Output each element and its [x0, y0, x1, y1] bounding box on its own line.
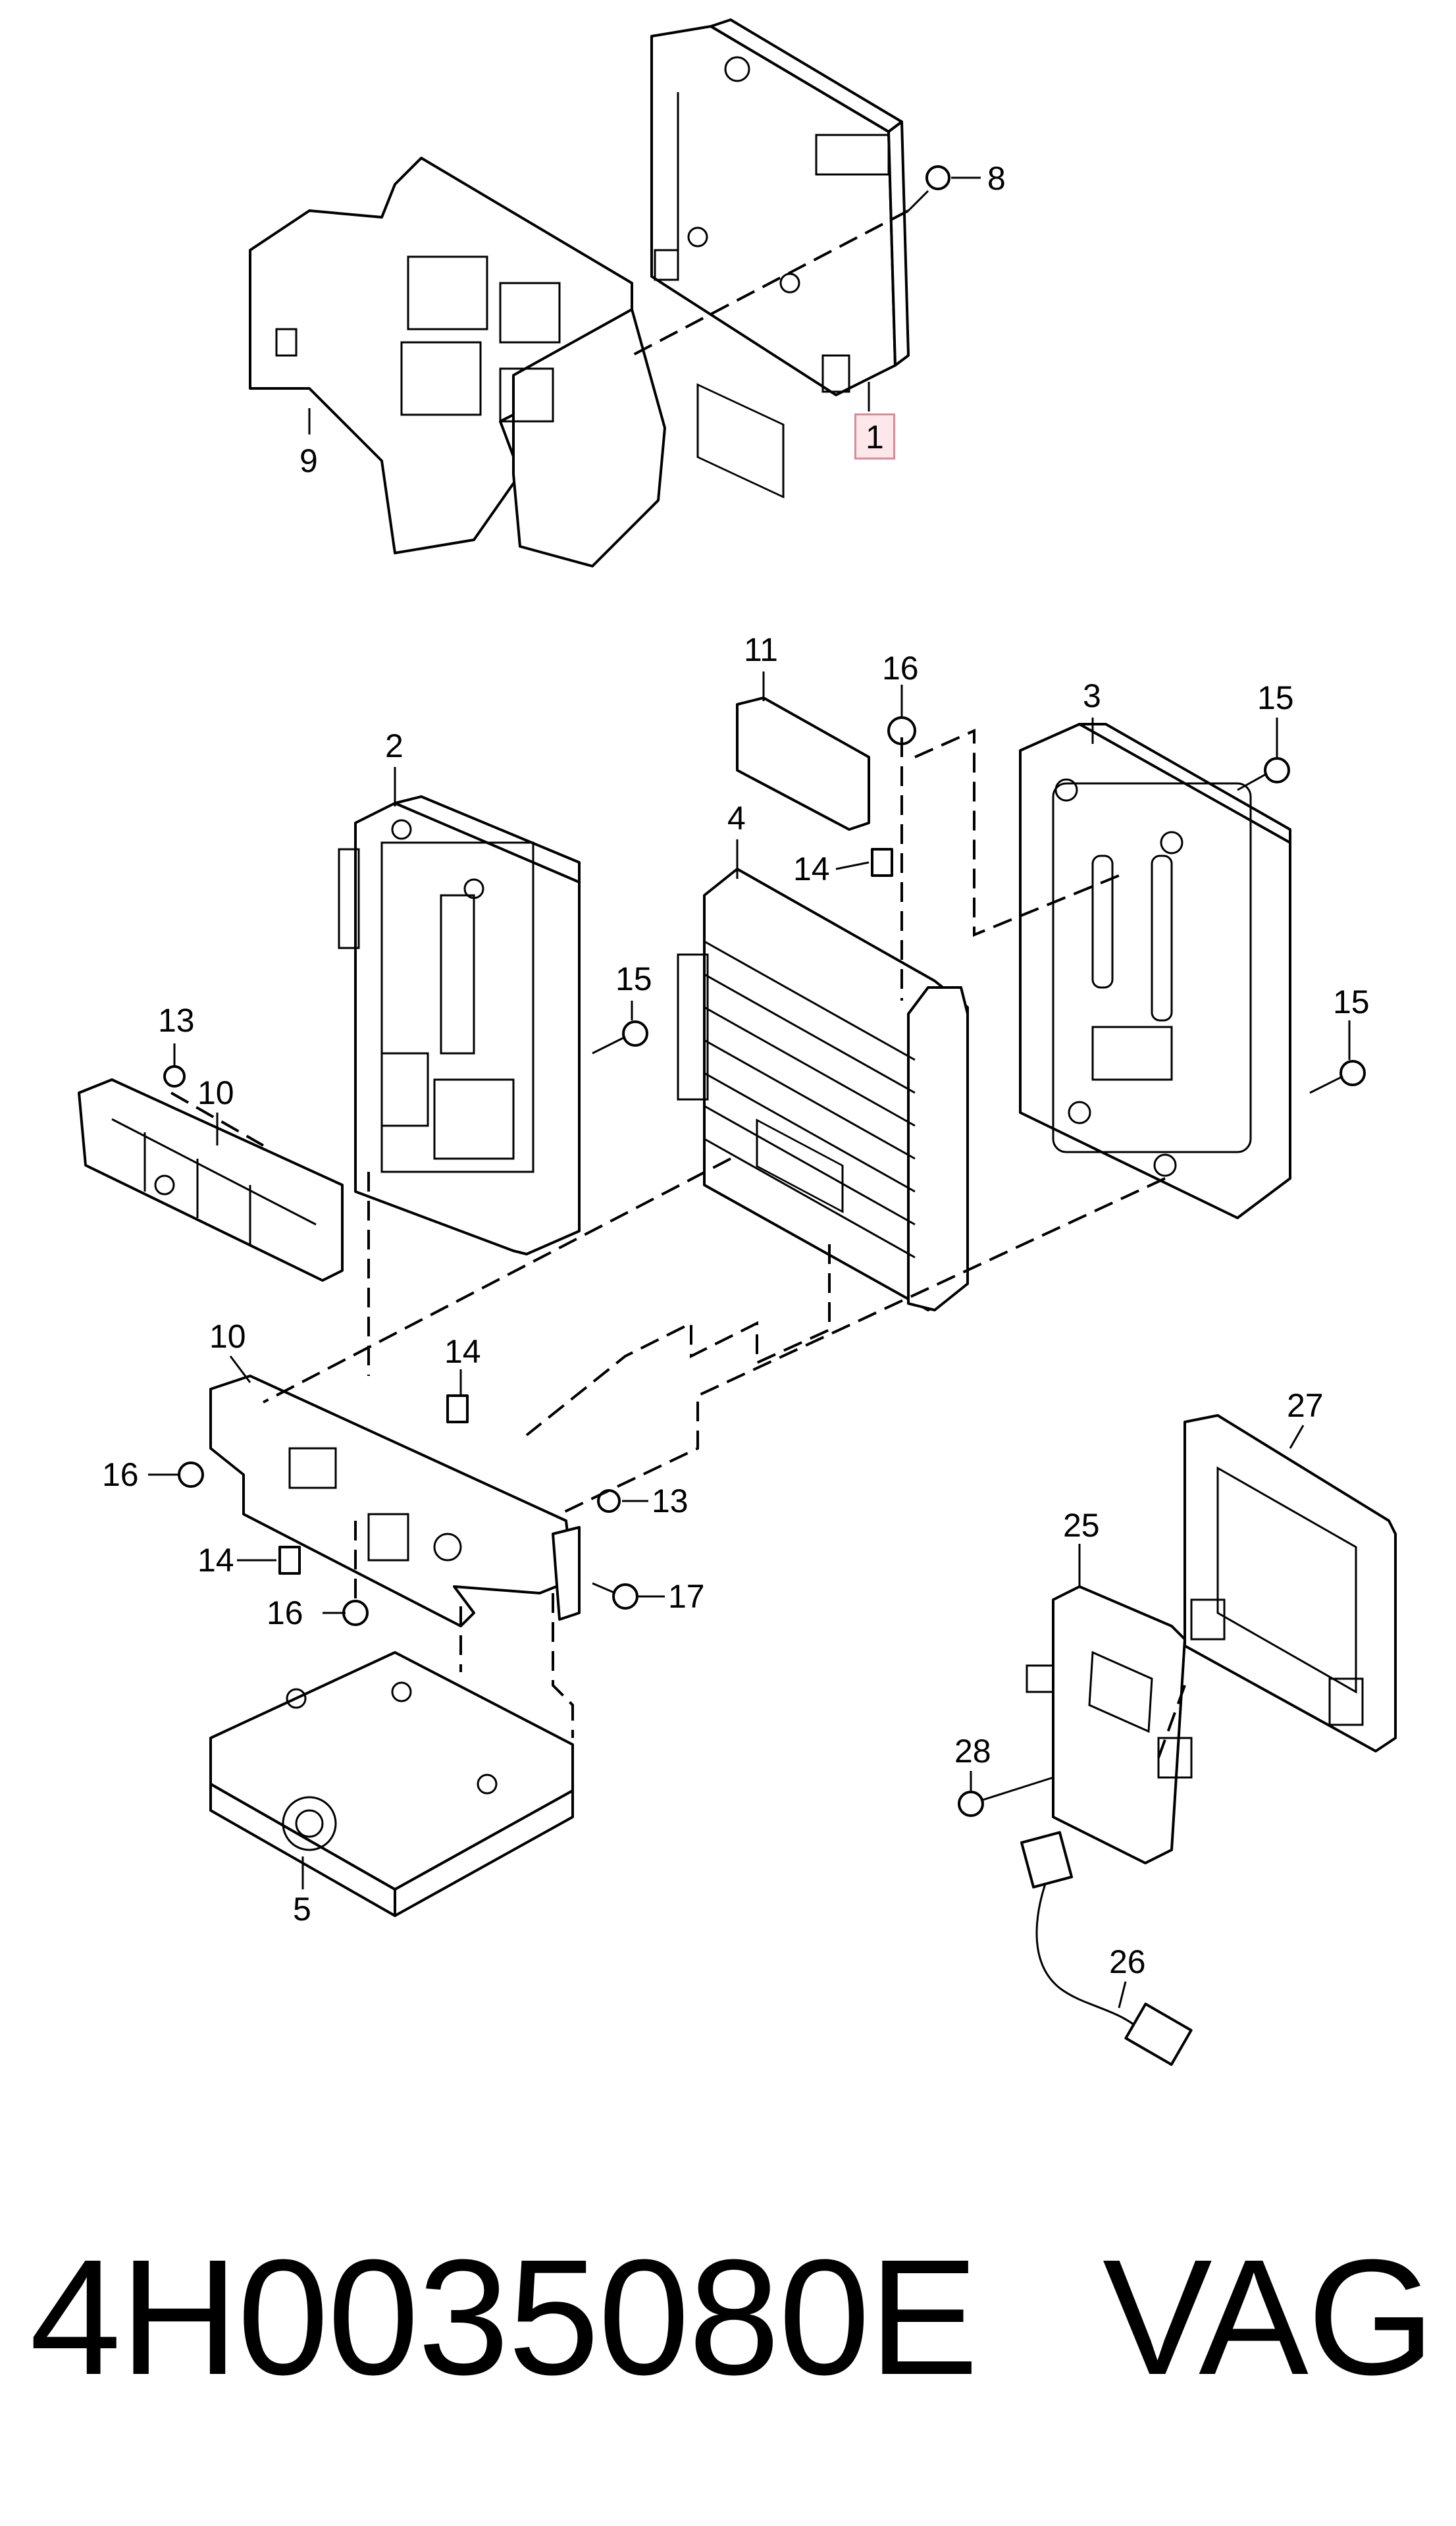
callout-4[interactable]: 4	[727, 800, 746, 837]
part-17-bolt[interactable]	[592, 1582, 638, 1610]
callout-leader-lines	[148, 176, 1351, 2009]
part-3-control-unit[interactable]	[1019, 723, 1291, 1219]
callout-1[interactable]: 1	[854, 413, 895, 460]
part-5-drive-unit[interactable]	[209, 1651, 574, 1917]
callout-25[interactable]: 25	[1063, 1507, 1100, 1544]
callout-2[interactable]: 2	[385, 727, 403, 764]
part-27-bezel[interactable]	[1183, 1414, 1397, 1752]
callout-3[interactable]: 3	[1083, 677, 1101, 714]
part-2-control-module[interactable]	[338, 795, 581, 1255]
callout-17[interactable]: 17	[668, 1578, 705, 1615]
callout-10-lower[interactable]: 10	[209, 1318, 246, 1355]
part-14-clip-c[interactable]	[278, 1546, 301, 1575]
part-15-bolt-a[interactable]	[592, 1020, 648, 1055]
part-8-screw[interactable]	[907, 165, 950, 212]
part-15-bolt-b[interactable]	[1237, 757, 1290, 791]
callout-13-right[interactable]: 13	[652, 1483, 689, 1519]
assembly-dash-lines	[170, 209, 1186, 1758]
callout-27[interactable]: 27	[1287, 1387, 1324, 1424]
part-16-nut-b[interactable]	[178, 1461, 204, 1488]
callout-14-bottom[interactable]: 14	[197, 1542, 234, 1579]
callout-15-right[interactable]: 15	[1333, 984, 1370, 1020]
part-15-bolt-c[interactable]	[1309, 1060, 1366, 1094]
brand-label: VAG	[1103, 2225, 1435, 2409]
callout-13-left[interactable]: 13	[158, 1002, 195, 1039]
part-28-bolt[interactable]	[958, 1776, 1054, 1817]
part-26-cable[interactable]	[1020, 1831, 1193, 2066]
callout-16-top[interactable]: 16	[882, 650, 919, 687]
part-10-carrier-bracket[interactable]	[209, 1375, 581, 1627]
callout-15-left[interactable]: 15	[615, 960, 652, 997]
part-16-nut-c[interactable]	[342, 1600, 369, 1626]
part-number-label: 4H0035080E	[30, 2225, 979, 2409]
part-14-clip-b[interactable]	[446, 1394, 469, 1423]
callout-9[interactable]: 9	[299, 442, 318, 479]
part-1-radio-unit[interactable]	[650, 18, 910, 499]
part-13-nut-a[interactable]	[163, 1065, 186, 1088]
callout-10-upper[interactable]: 10	[197, 1074, 234, 1111]
callout-15-top-right[interactable]: 15	[1257, 679, 1294, 716]
callout-28[interactable]: 28	[954, 1733, 991, 1770]
callout-14-middle[interactable]: 14	[444, 1333, 481, 1370]
part-14-clip-a[interactable]	[871, 848, 893, 877]
part-25-module[interactable]	[1026, 1585, 1193, 1864]
callout-26[interactable]: 26	[1109, 1943, 1146, 1980]
callout-16-bottom[interactable]: 16	[267, 1594, 303, 1631]
part-4-amplifier[interactable]	[677, 868, 969, 1311]
callout-16-left[interactable]: 16	[102, 1456, 139, 1493]
part-10-side-cover[interactable]	[78, 1078, 344, 1282]
callout-8[interactable]: 8	[987, 160, 1006, 197]
part-9-mounting-bracket[interactable]	[249, 157, 666, 567]
callout-14-top[interactable]: 14	[793, 851, 830, 887]
callout-5[interactable]: 5	[293, 1891, 311, 1928]
callout-11[interactable]: 11	[744, 631, 778, 668]
